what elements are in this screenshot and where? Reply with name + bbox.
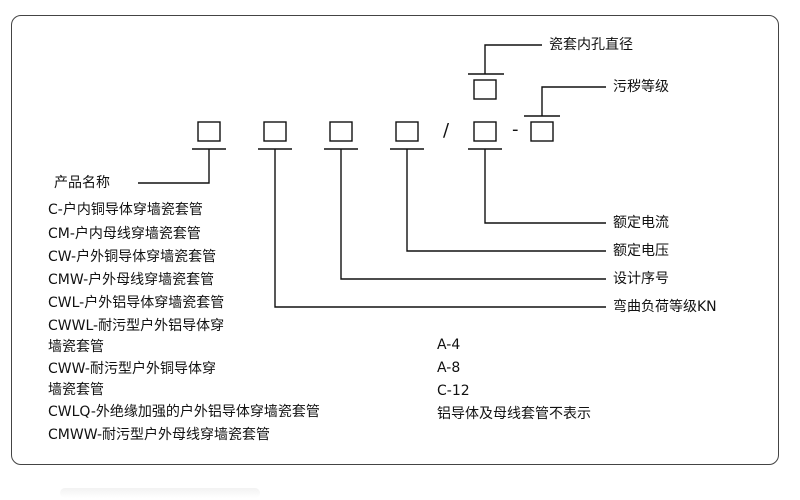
label-design-number: 设计序号 <box>613 271 669 287</box>
leader-design-number <box>340 149 606 280</box>
product-name-item: 墙瓷套管 <box>48 382 104 398</box>
label-bending-load-grade: 弯曲负荷等级KN <box>613 299 717 315</box>
label-rated-voltage: 额定电压 <box>613 243 669 259</box>
product-name-item: CWL-户外铝导体穿墙瓷套管 <box>48 295 225 311</box>
slash-separator: / <box>443 120 450 141</box>
leader-bending-load <box>274 149 606 308</box>
code-box-bore-diameter <box>473 79 497 100</box>
label-pollution-grade: 污秽等级 <box>613 79 669 95</box>
leader-pollution-grade <box>541 86 606 116</box>
code-box-design-number <box>329 121 353 142</box>
footer-shadow <box>60 488 260 498</box>
code-box-pollution-grade <box>530 121 554 142</box>
bending-load-code: A-4 <box>437 337 461 353</box>
label-bore-diameter: 瓷套内孔直径 <box>549 37 633 53</box>
product-name-item: CWW-耐污型户外铜导体穿 <box>48 361 216 377</box>
product-name-item: CWWL-耐污型户外铝导体穿 <box>48 318 225 334</box>
product-name-item: CMW-户外母线穿墙瓷套管 <box>48 272 215 288</box>
product-name-item: 墙瓷套管 <box>48 339 104 355</box>
diagram-frame <box>11 15 779 465</box>
product-name-title: 产品名称 <box>54 175 110 191</box>
dash-separator: - <box>512 119 519 140</box>
product-name-item: CW-户外铜导体穿墙瓷套管 <box>48 249 217 265</box>
leader-bore-diameter <box>484 44 542 74</box>
code-box-rated-voltage <box>395 121 419 142</box>
code-box-rated-current <box>473 121 497 142</box>
bending-load-code: A-8 <box>437 360 461 376</box>
product-name-item: CWLQ-外绝缘加强的户外铝导体穿墙瓷套管 <box>48 404 320 420</box>
code-box-product-name <box>197 121 221 142</box>
product-name-item: CMWW-耐污型户外母线穿墙瓷套管 <box>48 427 271 443</box>
bending-load-note: 铝导体及母线套管不表示 <box>437 406 591 422</box>
label-rated-current: 额定电流 <box>613 215 669 231</box>
product-name-item: CM-户内母线穿墙瓷套管 <box>48 226 201 242</box>
leader-rated-voltage <box>406 149 606 252</box>
leader-rated-current <box>484 149 606 224</box>
product-name-item: C-户内铜导体穿墙瓷套管 <box>48 202 203 218</box>
code-box-bending-load <box>263 121 287 142</box>
bending-load-code: C-12 <box>437 383 470 399</box>
leader-product-name <box>138 149 210 184</box>
